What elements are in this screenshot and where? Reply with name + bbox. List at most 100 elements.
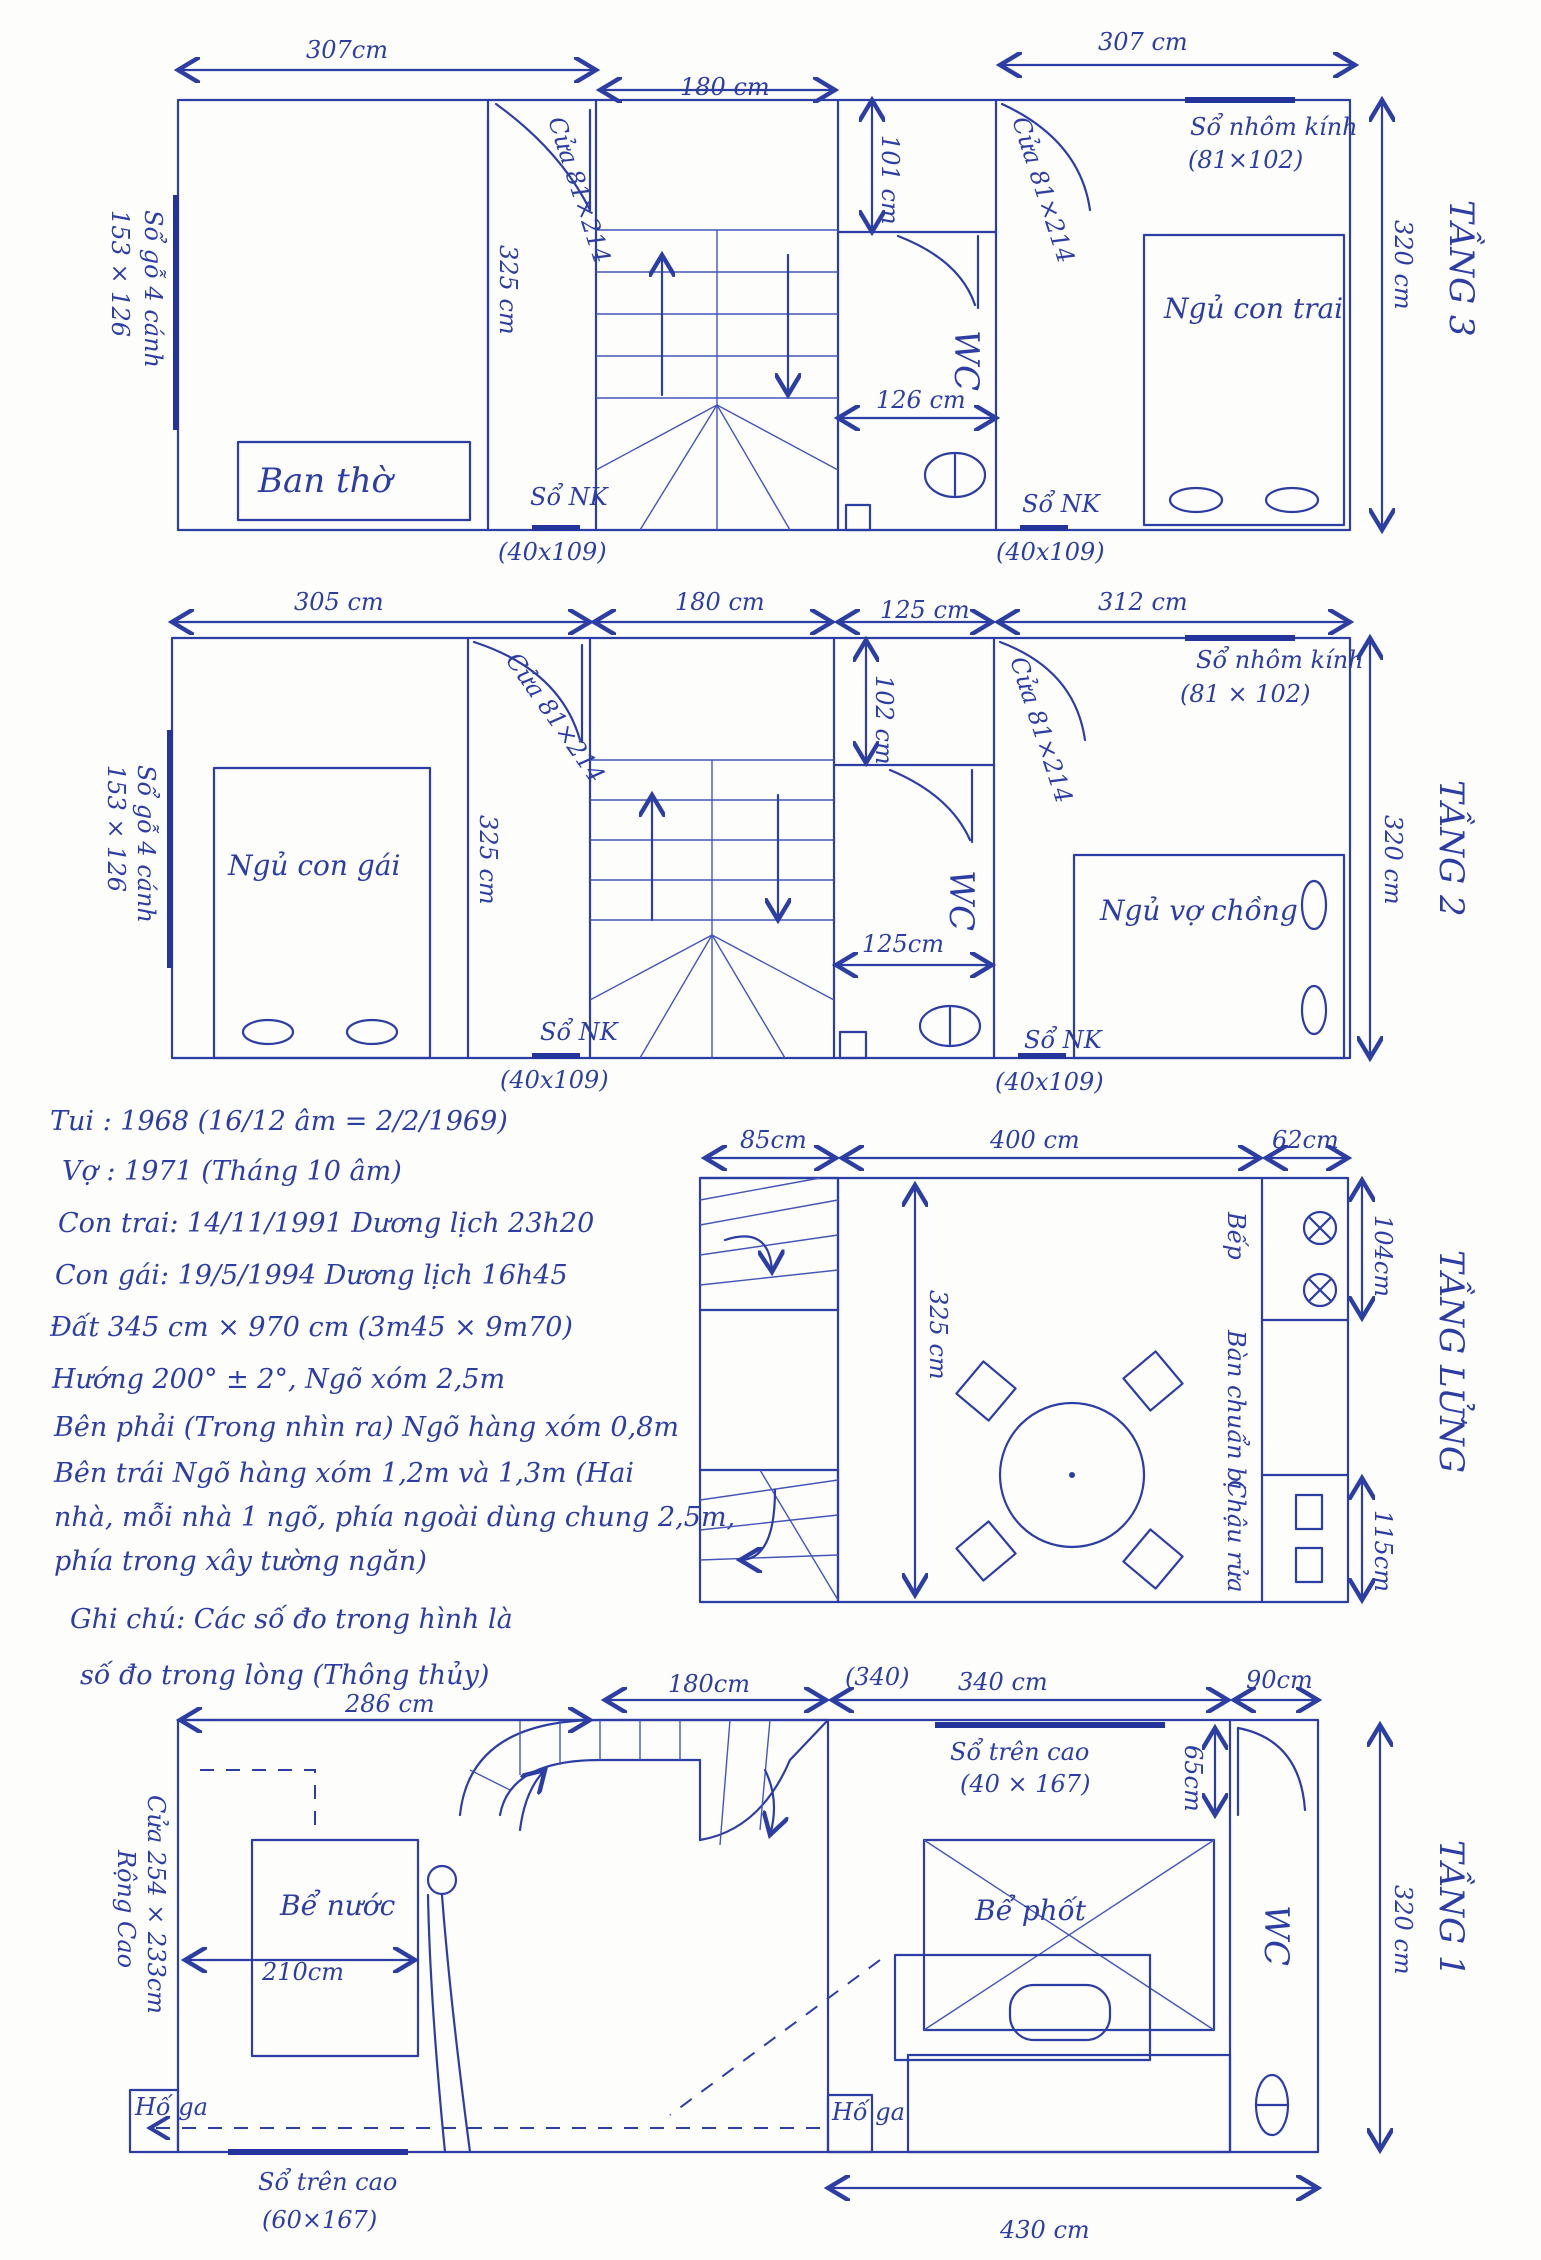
floor-1-dim-door-h: 65cm [1179, 1745, 1207, 1812]
floor-1-dim-stair: 180cm [668, 1670, 750, 1698]
floor-3-dim-wc-top: 101 cm [876, 135, 904, 225]
pit-left-label: Hố ga [134, 2093, 208, 2121]
mezzanine-kitchen-label: Bếp [1222, 1211, 1250, 1260]
floor-1-window-bottom-label: Sổ trên cao [258, 2167, 397, 2196]
floor-2-bed-left [212, 766, 432, 1060]
floor-3-wc-label: WC [946, 330, 986, 391]
dining-chair [955, 1520, 1017, 1582]
floor-2-dim-wc-top: 102 cm [870, 675, 898, 765]
notes-block: Tui : 1968 (16/12 âm = 2/2/1969) Vợ : 19… [49, 1106, 735, 1691]
pit-left [128, 2088, 180, 2154]
mezzanine-dim-right: 62cm [1272, 1126, 1339, 1154]
floor-1-spiral-stair [426, 1718, 830, 2154]
note-line: Vợ : 1971 (Tháng 10 âm) [62, 1156, 402, 1187]
floor-1-door-left-label: Cửa 254 × 233cm [142, 1795, 170, 2014]
floor-1-wc-label: WC [1256, 1905, 1296, 1966]
floor-3-dim-inner: 325 cm [494, 245, 522, 335]
dining-chair [1122, 1528, 1184, 1590]
floor-2-toilet [918, 1004, 982, 1048]
pit-right-label: Hố ga [831, 2098, 905, 2126]
floor-2-outline [170, 636, 1352, 1060]
floor-1: Bể nước 210cm Bể phốt [112, 1663, 1475, 2244]
floor-1-dim-mid-b: 340 cm [958, 1668, 1048, 1696]
floor-3-altar [236, 440, 472, 522]
note-line: Con gái: 19/5/1994 Dương lịch 16h45 [55, 1260, 568, 1291]
note-line: Ghi chú: Các số đo trong hình là [70, 1604, 513, 1635]
note-line: nhà, mỗi nhà 1 ngõ, phía ngoài dùng chun… [54, 1501, 735, 1533]
floor-1-wc-door [1236, 1726, 1307, 1812]
floor-2-door-left-swing [472, 640, 582, 742]
floor-1-drain-diagonal [669, 1959, 881, 2116]
floor-2-pillow [1300, 984, 1328, 1036]
floor-3-window-top-size: (81×102) [1188, 146, 1303, 174]
floor-2-bedroom-right-label: Ngủ vợ chồng [1099, 894, 1298, 927]
floor-1-dim-right: 90cm [1246, 1666, 1313, 1694]
mezzanine-title: TẦNG LỬNG [1431, 1250, 1475, 1473]
floor-2: Cửa 81×214 Cửa 81×214 Ngủ con gái Ngủ vợ… [102, 588, 1475, 1096]
floor-1-window-top-label: Sổ trên cao [950, 1737, 1089, 1766]
mezzanine-dim-sink: 115cm [1369, 1510, 1397, 1592]
floor-mezzanine: Bếp Bàn chuẩn bị Chậu rửa 85cm 400 cm 62… [698, 1126, 1475, 1604]
floor-3-door-left-swing [494, 102, 592, 212]
floor-1-dim-bottom: 430 cm [999, 2216, 1090, 2244]
stove-burner [1302, 1272, 1338, 1308]
floor-2-dim-wc-width: 125cm [862, 930, 944, 958]
dining-table [998, 1401, 1146, 1549]
floor-3-wc-door [896, 234, 977, 307]
floor-3-altar-label: Ban thờ [257, 461, 396, 501]
note-line: Tui : 1968 (16/12 âm = 2/2/1969) [50, 1106, 508, 1137]
floor-2-bedroom-left-label: Ngủ con gái [227, 849, 400, 882]
floor-3-sonk-b-size: (40x109) [996, 538, 1105, 566]
floor-1-title: TẦNG 1 [1431, 1840, 1475, 1977]
sink-basin [1294, 1493, 1324, 1531]
floor-2-pillow [1300, 879, 1328, 931]
floor-2-dim-stair: 180 cm [675, 588, 765, 616]
floor-3-bed [1142, 233, 1346, 527]
water-tank-label: Bể nước [279, 1889, 396, 1922]
floor-3-dim-left: 307cm [306, 36, 388, 64]
floor-3-sonk-b-label: Sổ NK [1022, 489, 1102, 518]
sink-basin [1294, 1546, 1324, 1584]
floor-2-dim-left: 305 cm [294, 588, 384, 616]
floor-3-pillow [1168, 486, 1224, 514]
floor-3-dim-height: 320 cm [1389, 220, 1417, 310]
water-tank [250, 1838, 420, 2058]
floor-2-wc-label: WC [941, 870, 981, 931]
mezzanine-stair [698, 1176, 840, 1604]
floor-2-sonk-b-size: (40x109) [995, 1068, 1104, 1096]
dining-chair [955, 1360, 1017, 1422]
note-line: số đo trong lòng (Thông thủy) [80, 1659, 489, 1691]
septic-tank [922, 1838, 1216, 2032]
floor-3-window-top-label: Sổ nhôm kính [1190, 112, 1358, 141]
floor-2-sonk-b-label: Sổ NK [1024, 1025, 1104, 1054]
floor-3-title: TẦNG 3 [1441, 200, 1485, 337]
floor-1-drain-line [200, 1769, 316, 1835]
floor-2-stair [589, 759, 835, 1059]
floor-1-dim-tank: 210cm [261, 1958, 344, 1986]
floor-3-window-left-label: Sổ gỗ 4 cánh [139, 210, 168, 368]
floor-2-pillow [345, 1018, 399, 1046]
mezzanine-sink-label: Chậu rửa [1222, 1480, 1250, 1592]
note-line: Đất 345 cm × 970 cm (3m45 × 9m70) [49, 1312, 573, 1343]
floor-2-title: TẦNG 2 [1431, 780, 1475, 917]
floor-1-dim-height: 320 cm [1389, 1885, 1417, 1975]
floor-2-dim-inner: 325 cm [474, 815, 502, 905]
floor-3-dim-wc-width: 126 cm [876, 386, 966, 414]
floor-1-dim-mid-a: (340) [845, 1663, 910, 1691]
floor-3-sonk-a-size: (40x109) [498, 538, 607, 566]
floor-2-door-right-swing [998, 640, 1087, 742]
floor-2-dim-right: 312 cm [1098, 588, 1188, 616]
pit-right [826, 2093, 874, 2154]
floor-1-dim-left: 286 cm [344, 1690, 435, 1718]
floor-2-window-top-label: Sổ nhôm kính [1196, 645, 1364, 674]
floor-3-stair [595, 229, 839, 531]
note-line: Hướng 200° ± 2°, Ngõ xóm 2,5m [51, 1364, 505, 1395]
floor-2-dim-height: 320 cm [1379, 815, 1407, 905]
note-line: Bên trái Ngõ hàng xóm 1,2m và 1,3m (Hai [53, 1458, 634, 1489]
floor-2-window-left-label: Sổ gỗ 4 cánh [132, 765, 161, 923]
floor-1-window-bottom-size: (60×167) [262, 2206, 377, 2234]
floor-3: Cửa 81×214 Cửa 81×214 Ban thờ Ngủ con tr… [106, 28, 1485, 566]
floor-2-window-left-size: 153 × 126 [102, 765, 130, 892]
mezzanine-outline [698, 1176, 1350, 1604]
floor-3-dim-right: 307 cm [1098, 28, 1188, 56]
